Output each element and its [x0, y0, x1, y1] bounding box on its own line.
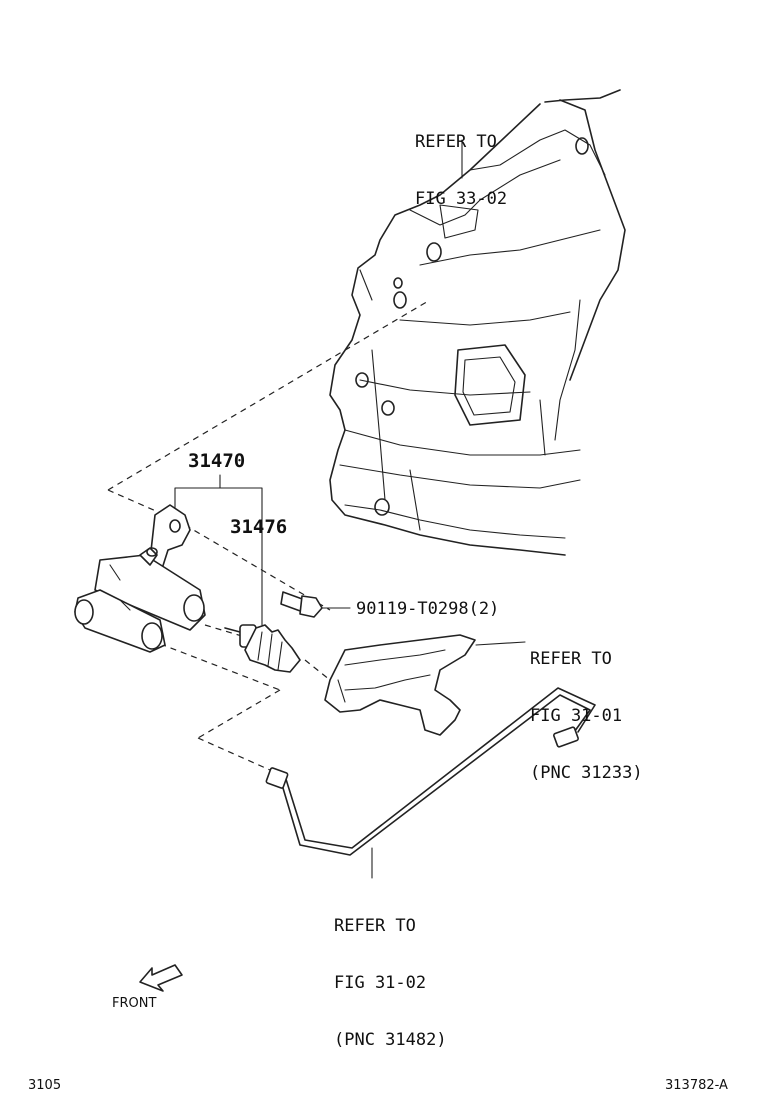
- release-fork: [324, 634, 526, 736]
- callout-line: REFER TO: [334, 916, 416, 936]
- callout-line: (PNC 31233): [530, 763, 643, 783]
- front-label: FRONT: [112, 996, 157, 1011]
- callout-line: REFER TO: [415, 132, 497, 152]
- push-rod-boot: [224, 624, 301, 673]
- callout-line: FIG 31-01: [530, 706, 623, 726]
- transmission-housing: [329, 89, 626, 556]
- front-arrow-icon: [139, 964, 183, 992]
- bracket-31470: [174, 474, 263, 626]
- callout-line: FIG 31-02: [334, 973, 427, 993]
- clutch-line: [265, 687, 596, 879]
- guide-lines: [107, 299, 431, 771]
- callout-line: (PNC 31482): [334, 1030, 447, 1050]
- part-number-31470: 31470: [188, 450, 246, 472]
- bolt-90119: [280, 591, 351, 618]
- callout-fig-31-02: REFER TO FIG 31-02 (PNC 31482): [334, 879, 447, 1069]
- callout-fig-31-01: REFER TO FIG 31-01 (PNC 31233): [530, 612, 643, 802]
- callout-line: REFER TO: [530, 649, 612, 669]
- part-number-90119: 90119-T0298(2): [356, 599, 500, 619]
- footer-left-code: 3105: [28, 1078, 62, 1093]
- release-cylinder: [74, 504, 206, 653]
- callout-fig-33-02: REFER TO FIG 33-02: [415, 95, 507, 228]
- callout-line: FIG 33-02: [415, 189, 508, 209]
- part-number-31476: 31476: [230, 516, 288, 538]
- footer-right-code: 313782-A: [665, 1078, 728, 1093]
